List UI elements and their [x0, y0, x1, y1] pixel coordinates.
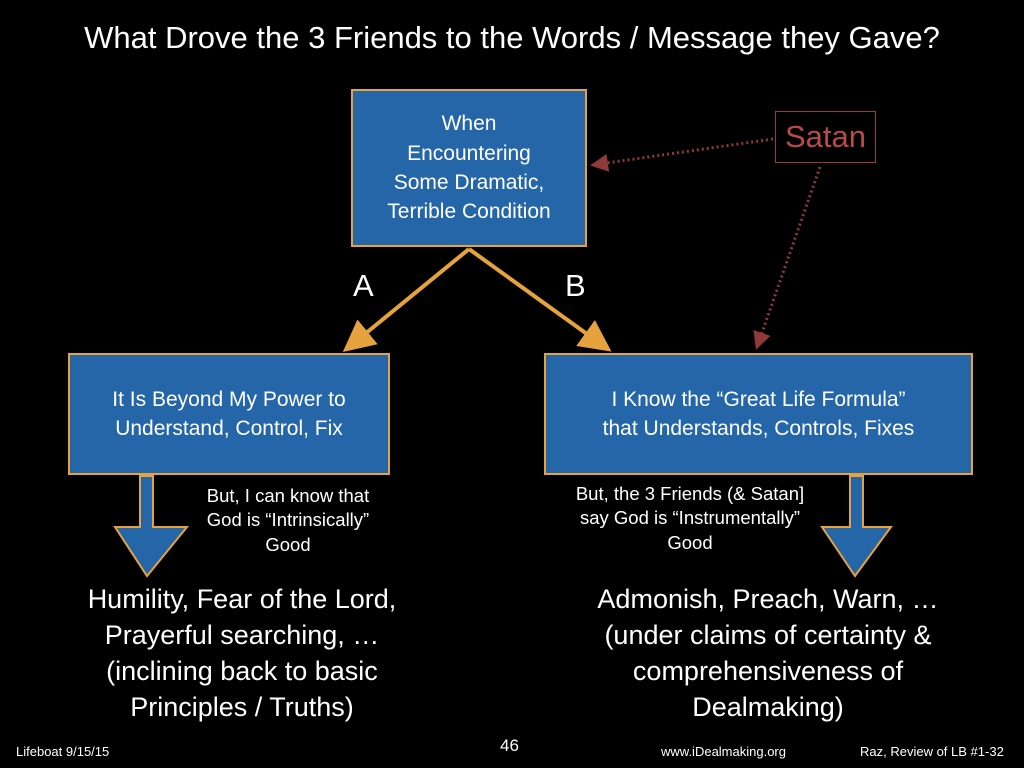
arrow-b — [467, 247, 612, 352]
result-line: (inclining back to basic — [106, 655, 378, 686]
note-line: But, I can know that — [206, 485, 370, 506]
slide-title: What Drove the 3 Friends to the Words / … — [84, 20, 940, 55]
instrumental-note: But, the 3 Friends (& Satan] say God is … — [545, 482, 835, 555]
result-line: Principles / Truths) — [130, 691, 354, 722]
result-line: Humility, Fear of the Lord, — [87, 584, 397, 614]
left-down-arrow — [113, 475, 190, 578]
note-line: But, the 3 Friends (& Satan] — [575, 483, 805, 504]
note-line: Good — [265, 533, 311, 555]
arrow-a — [342, 247, 471, 353]
life-formula-box: I Know the “Great Life Formula” that Und… — [544, 353, 973, 475]
right-down-arrow — [820, 475, 893, 578]
beyond-power-box: It Is Beyond My Power to Understand, Con… — [68, 353, 390, 475]
branch-label-b: B — [565, 268, 586, 303]
satan-box: Satan — [775, 111, 876, 163]
condition-line: When — [441, 112, 497, 136]
beyond-power-line: Understand, Control, Fix — [115, 417, 343, 440]
footer-event-date: Lifeboat 9/15/15 — [16, 744, 110, 759]
beyond-power-line: It Is Beyond My Power to — [112, 387, 346, 411]
satan-to-formula-arrow — [753, 166, 822, 350]
result-line: (under claims of certainty & — [604, 619, 932, 650]
result-line: comprehensiveness of — [632, 655, 904, 686]
result-line: Dealmaking) — [692, 691, 844, 722]
page-number: 46 — [500, 736, 519, 755]
result-line: Admonish, Preach, Warn, … — [597, 584, 939, 614]
condition-line: Terrible Condition — [387, 200, 551, 224]
life-formula-line: I Know the “Great Life Formula” — [611, 387, 906, 411]
note-line: say God is “Instrumentally” — [579, 507, 800, 529]
footer-series: Raz, Review of LB #1-32 — [860, 744, 1004, 759]
condition-box: When Encountering Some Dramatic, Terribl… — [351, 89, 587, 247]
condition-line: Encountering — [407, 141, 531, 165]
life-formula-line: that Understands, Controls, Fixes — [602, 417, 915, 440]
note-line: Good — [667, 531, 713, 553]
intrinsic-note: But, I can know that God is “Intrinsical… — [185, 484, 391, 557]
footer-website-link[interactable]: www.iDealmaking.org — [661, 744, 786, 759]
satan-to-condition-arrow — [590, 137, 774, 172]
note-line: God is “Intrinsically” — [206, 509, 370, 531]
admonish-result: Admonish, Preach, Warn, … (under claims … — [560, 582, 976, 726]
humility-result: Humility, Fear of the Lord, Prayerful se… — [45, 582, 439, 726]
branch-label-a: A — [353, 268, 374, 303]
condition-line: Some Dramatic, — [393, 171, 545, 194]
result-line: Prayerful searching, … — [104, 619, 380, 650]
